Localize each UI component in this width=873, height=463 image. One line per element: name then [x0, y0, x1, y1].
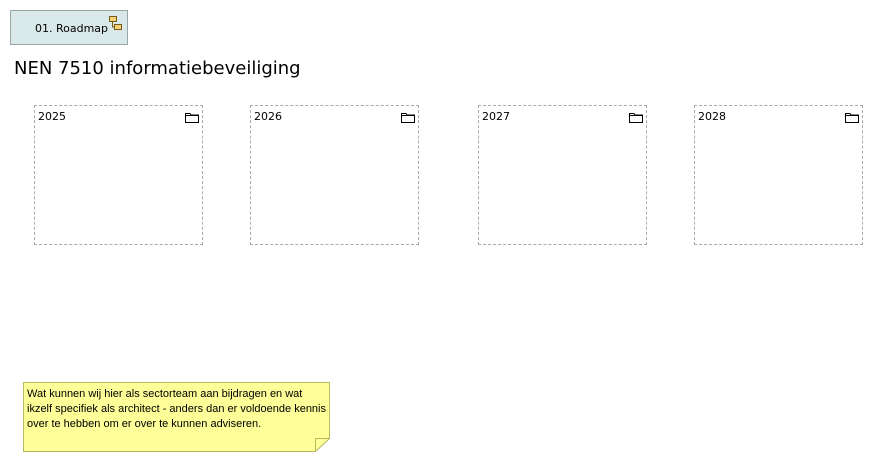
note-shape: [23, 382, 330, 452]
grouping-2025[interactable]: 2025: [34, 105, 203, 245]
grouping-2028[interactable]: 2028: [694, 105, 863, 245]
note-text: Wat kunnen wij hier als sectorteam aan b…: [27, 388, 326, 430]
folder-icon: [629, 113, 643, 123]
grouping-2026[interactable]: 2026: [250, 105, 419, 245]
grouping-label: 2028: [698, 110, 726, 123]
folder-icon: [845, 113, 859, 123]
folder-icon: [401, 113, 415, 123]
page-title: NEN 7510 informatiebeveiliging: [14, 58, 301, 79]
folder-icon: [185, 113, 199, 123]
note[interactable]: Wat kunnen wij hier als sectorteam aan b…: [23, 382, 330, 452]
diagram-reference-icon: [109, 16, 122, 30]
diagram-reference-label: 01. Roadmap: [35, 22, 109, 35]
grouping-2027[interactable]: 2027: [478, 105, 647, 245]
diagram-reference-roadmap[interactable]: 01. Roadmap: [10, 10, 128, 45]
grouping-label: 2027: [482, 110, 510, 123]
grouping-label: 2026: [254, 110, 282, 123]
grouping-label: 2025: [38, 110, 66, 123]
